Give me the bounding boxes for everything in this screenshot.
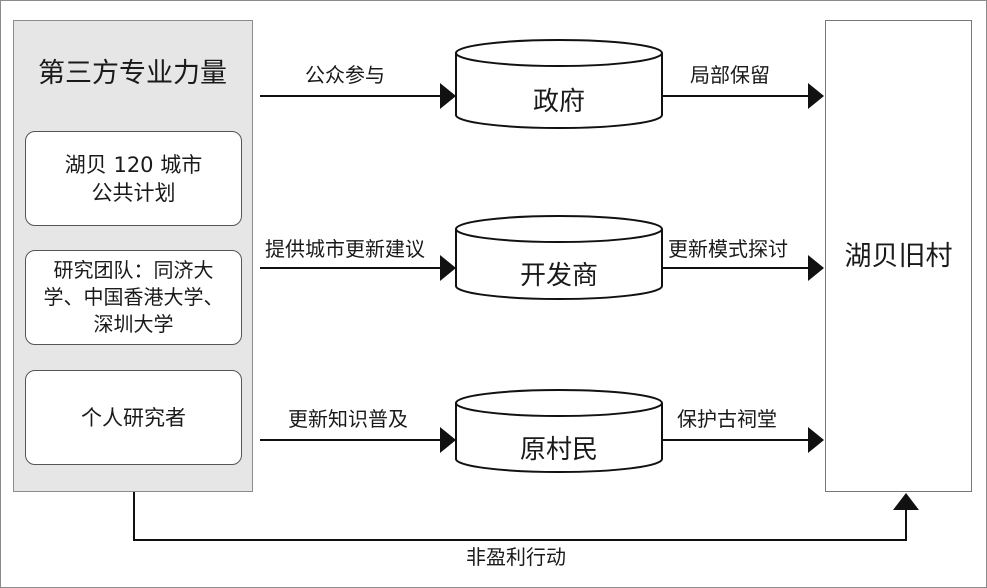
third-party-item-label: 湖贝 120 城市 公共计划 <box>64 152 203 205</box>
third-party-item-label: 个人研究者 <box>81 405 186 430</box>
edge-label-protect-ancestral-hall: 保护古祠堂 <box>677 407 777 431</box>
actor-cylinder-government <box>455 39 663 129</box>
actor-cylinder-developer <box>455 215 663 300</box>
third-party-item-label: 研究团队：同济大 学、中国香港大学、 深圳大学 <box>43 258 224 336</box>
target-village-label: 湖贝旧村 <box>844 241 953 272</box>
actor-label-developer: 开发商 <box>519 261 598 291</box>
arrowhead <box>440 255 456 281</box>
actor-label-villagers: 原村民 <box>519 435 598 465</box>
third-party-item-research-team: 研究团队：同济大 学、中国香港大学、 深圳大学 <box>25 250 242 345</box>
edge-non-profit-action <box>133 492 907 541</box>
arrowhead <box>808 255 824 281</box>
arrowhead <box>808 427 824 453</box>
arrowhead <box>893 493 919 510</box>
target-village-box <box>825 20 972 492</box>
actor-label-government: 政府 <box>532 87 585 117</box>
arrowhead <box>440 83 456 109</box>
third-party-item-individual: 个人研究者 <box>25 370 242 465</box>
edge-label-non-profit-action: 非盈利行动 <box>466 545 566 569</box>
edge-label-knowledge-popularization: 更新知识普及 <box>288 407 408 431</box>
edge-label-partial-retention: 局部保留 <box>690 63 770 87</box>
arrowhead <box>808 83 824 109</box>
edge-label-renewal-suggestions: 提供城市更新建议 <box>265 237 425 261</box>
third-party-title: 第三方专业力量 <box>38 58 227 89</box>
actor-cylinder-villagers <box>455 389 663 473</box>
arrowhead <box>440 427 456 453</box>
edge-label-renewal-model: 更新模式探讨 <box>668 237 788 261</box>
edge-label-public-participation: 公众参与 <box>305 63 385 87</box>
third-party-item-public-plan: 湖贝 120 城市 公共计划 <box>25 131 242 226</box>
